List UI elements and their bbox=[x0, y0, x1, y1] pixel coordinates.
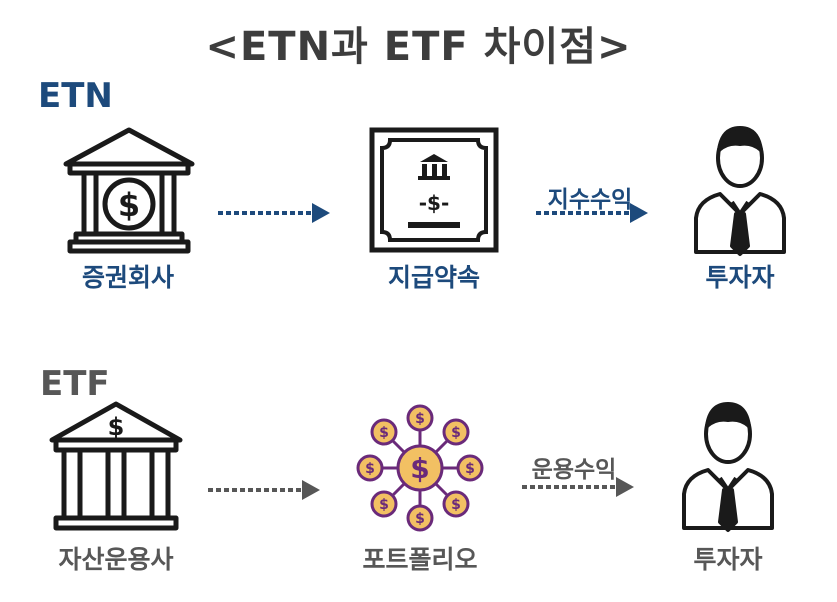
etf-institution-dollar: $ bbox=[108, 413, 125, 441]
certificate-document-icon: -$- bbox=[369, 127, 499, 253]
etf-arrow-manager-to-portfolio bbox=[208, 480, 320, 500]
businessman-icon bbox=[694, 126, 786, 256]
coin-dollar: $ bbox=[415, 411, 425, 427]
institution-columns-icon: $ bbox=[49, 401, 183, 531]
coin-dollar: $ bbox=[365, 461, 375, 477]
etn-node-label-investor: 투자자 bbox=[705, 263, 775, 292]
coin-dollar: $ bbox=[465, 461, 475, 477]
businessman-icon bbox=[682, 402, 774, 532]
etn-arrow-issuer-to-promise bbox=[218, 203, 330, 223]
etn-node-label-issuer: 증권회사 bbox=[81, 263, 174, 292]
etn-bank-dollar: $ bbox=[118, 186, 140, 224]
certificate-money-mark: -$- bbox=[419, 191, 450, 215]
coin-dollar: $ bbox=[415, 511, 425, 527]
coin-dollar: $ bbox=[379, 425, 389, 441]
etf-node-label-portfolio: 포트폴리오 bbox=[362, 545, 478, 574]
etn-edge-label-index-return: 지수수익 bbox=[547, 187, 633, 213]
coin-dollar: $ bbox=[451, 497, 461, 513]
coin-dollar: $ bbox=[379, 497, 389, 513]
etf-section-label: ETF bbox=[40, 364, 110, 404]
etf-arrow-portfolio-to-investor bbox=[522, 477, 634, 497]
etf-node-label-investor: 투자자 bbox=[693, 545, 763, 574]
etn-arrow-promise-to-investor bbox=[536, 203, 648, 223]
coin-dollar: $ bbox=[451, 425, 461, 441]
coin-network-icon: $ $ $ $ $ $ $ $ $ bbox=[356, 404, 484, 532]
etf-node-label-manager: 자산운용사 bbox=[58, 545, 174, 574]
page-title: <ETN과 ETF 차이점> bbox=[205, 24, 632, 70]
coin-dollar-center: $ bbox=[410, 452, 429, 485]
bank-building-dollar-icon: $ bbox=[63, 127, 195, 254]
etn-section-label: ETN bbox=[38, 76, 113, 116]
etf-edge-label-management-return: 운용수익 bbox=[531, 457, 617, 483]
etn-node-label-promise: 지급약속 bbox=[387, 263, 480, 292]
